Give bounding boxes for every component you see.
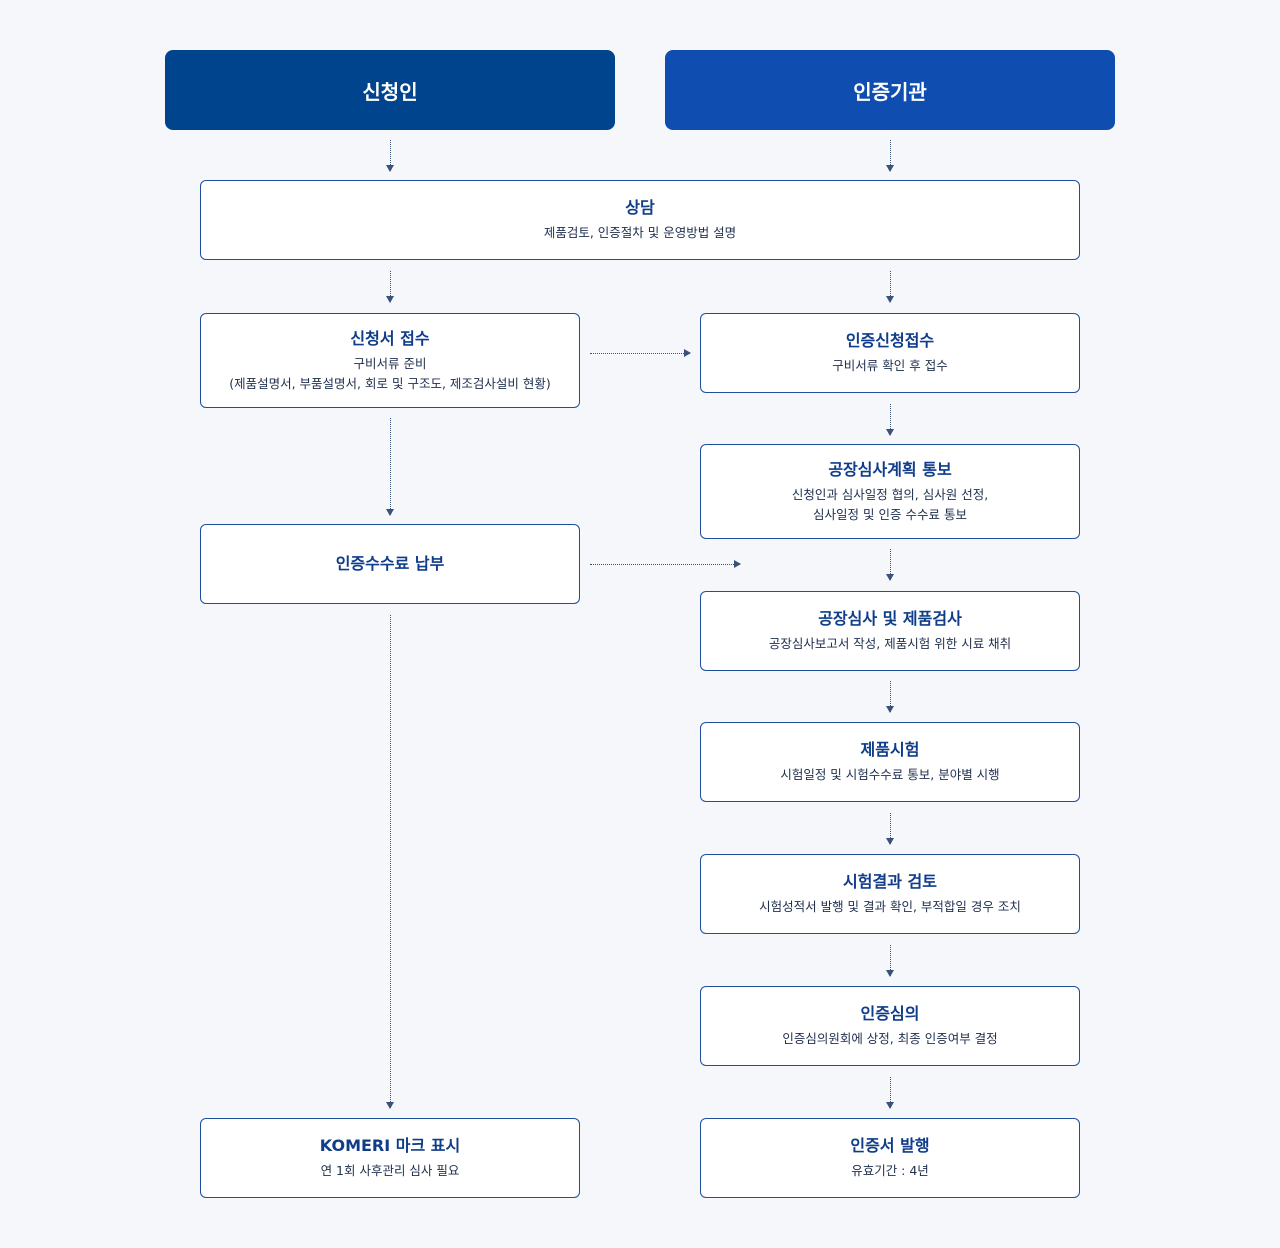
arrow-down (886, 681, 894, 713)
arrow-down (386, 140, 394, 172)
certifier-header-label: 인증기관 (853, 79, 927, 104)
step-title: 상담 (625, 198, 655, 217)
step-description: 시험성적서 발행 및 결과 확인, 부적합일 경우 조치 (759, 899, 1021, 914)
step-title: 인증서 발행 (850, 1136, 930, 1155)
step-description: 신청인과 심사일정 협의, 심사원 선정, 심사일정 및 인증 수수료 통보 (791, 486, 989, 522)
arrow-down (886, 549, 894, 581)
step-test-review: 시험결과 검토 시험성적서 발행 및 결과 확인, 부적합일 경우 조치 (700, 854, 1080, 934)
arrow-down (886, 271, 894, 303)
step-title: 시험결과 검토 (843, 872, 937, 891)
arrow-down (386, 418, 394, 516)
step-cert-application-receipt: 인증신청접수 구비서류 확인 후 접수 (700, 313, 1080, 393)
step-title: 공장심사계획 통보 (828, 459, 952, 479)
step-description: 구비서류 확인 후 접수 (832, 358, 948, 373)
step-mark-display: KOMERI 마크 표시 연 1회 사후관리 심사 필요 (200, 1118, 580, 1198)
arrow-down (886, 1077, 894, 1109)
arrow-down (886, 404, 894, 436)
step-description: 공장심사보고서 작성, 제품시험 위한 시료 채취 (768, 636, 1012, 651)
arrow-down (886, 813, 894, 845)
step-consult: 상담 제품검토, 인증절차 및 운영방법 설명 (200, 180, 1080, 260)
step-title: 인증신청접수 (845, 331, 935, 350)
arrow-down (886, 140, 894, 172)
arrow-right (590, 349, 691, 357)
arrow-down (386, 615, 394, 1109)
arrow-down (886, 945, 894, 977)
step-product-test: 제품시험 시험일정 및 시험수수료 통보, 분야별 시행 (700, 722, 1080, 802)
arrow-down (386, 271, 394, 303)
step-cert-issue: 인증서 발행 유효기간 : 4년 (700, 1118, 1080, 1198)
step-title: 인증심의 (860, 1004, 920, 1023)
step-title: 제품시험 (860, 740, 920, 759)
step-title: 인증수수료 납부 (335, 554, 445, 573)
step-title: 공장심사 및 제품검사 (818, 609, 962, 628)
certifier-header: 인증기관 (665, 50, 1115, 130)
step-fee-payment: 인증수수료 납부 (200, 524, 580, 604)
step-title: 신청서 접수 (350, 328, 430, 348)
step-description: 유효기간 : 4년 (851, 1163, 929, 1178)
applicant-header-label: 신청인 (362, 79, 418, 104)
arrow-right (590, 560, 741, 568)
step-cert-review: 인증심의 인증심의원회에 상정, 최종 인증여부 결정 (700, 986, 1080, 1066)
step-description: 인증심의원회에 상정, 최종 인증여부 결정 (782, 1031, 998, 1046)
step-factory-audit-plan: 공장심사계획 통보 신청인과 심사일정 협의, 심사원 선정, 심사일정 및 인… (700, 444, 1080, 539)
step-description: 제품검토, 인증절차 및 운영방법 설명 (543, 225, 737, 240)
step-factory-audit: 공장심사 및 제품검사 공장심사보고서 작성, 제품시험 위한 시료 채취 (700, 591, 1080, 671)
step-description: 연 1회 사후관리 심사 필요 (320, 1163, 460, 1178)
step-title: KOMERI 마크 표시 (319, 1136, 461, 1155)
step-description: 시험일정 및 시험수수료 통보, 분야별 시행 (780, 767, 1000, 782)
applicant-header: 신청인 (165, 50, 615, 130)
step-description: 구비서류 준비 (제품설명서, 부품설명서, 회로 및 구조도, 제조검사설비 … (229, 355, 551, 391)
step-application-receipt: 신청서 접수 구비서류 준비 (제품설명서, 부품설명서, 회로 및 구조도, … (200, 313, 580, 408)
